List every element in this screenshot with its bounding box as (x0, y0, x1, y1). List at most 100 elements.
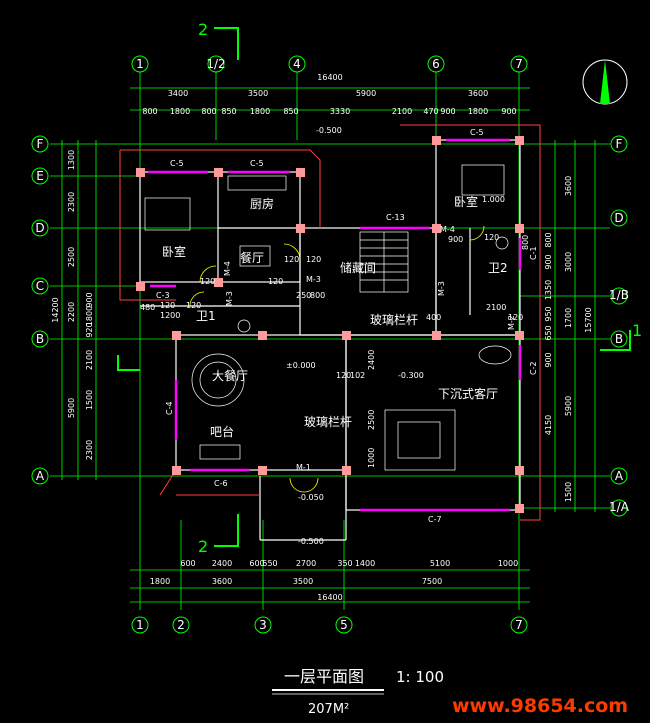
round-table-inner (199, 361, 237, 399)
axis-label-bottom-2: 2 (177, 618, 185, 632)
stair (359, 231, 409, 293)
axis-bubble-right (610, 209, 628, 227)
axis-label-bottom-3: 3 (259, 618, 267, 632)
dim-top-row2: 1800 (170, 107, 190, 116)
misc-dim: 120 (484, 233, 499, 242)
axis-bubble-left (31, 277, 49, 295)
misc-dim: 102 (350, 371, 365, 380)
axis-label-left-F: F (37, 137, 44, 151)
column (296, 168, 305, 177)
dim-bottom-row2: 3500 (293, 577, 313, 586)
dim-right-row1: 3000 (564, 252, 573, 272)
section-cut-bottom (214, 514, 239, 547)
window-tag: C-5 (170, 159, 184, 168)
window-tag: C-2 (529, 361, 538, 375)
window-tag: C-5 (250, 159, 264, 168)
dim-left-row2: 1500 (85, 390, 94, 410)
room-boundaries (119, 124, 541, 521)
column (214, 168, 223, 177)
dim-bottom-row1: 2400 (212, 559, 232, 568)
misc-dim: 400 (426, 313, 441, 322)
room-label-bath1: 卫1 (196, 309, 216, 323)
elevation: 1.000 (482, 195, 505, 204)
section-markers: 2 2 1 (117, 20, 642, 556)
axis-label-right-A: A (615, 469, 624, 483)
dim-top-row1: 3400 (168, 89, 188, 98)
floor-area: 207M² (308, 702, 349, 717)
axis-bubble-bottom (510, 616, 528, 634)
room-label-sunken-living: 下沉式客厅 (438, 386, 498, 401)
dim-bottom-row1: 350 (337, 559, 352, 568)
dim-bottom-row1: 1400 (355, 559, 375, 568)
dim-bottom-row1: 600 (249, 559, 264, 568)
misc-dim: 1000 (367, 448, 376, 468)
room-label-kitchen: 厨房 (250, 196, 274, 211)
north-arrow-pointer (600, 60, 610, 104)
dim-top-row2: 1800 (250, 107, 270, 116)
axis-label-top-1: 1 (136, 57, 144, 71)
misc-dim: 480 (140, 303, 155, 312)
door-tag: M-3 (306, 275, 321, 284)
axis-bubble-left (31, 219, 49, 237)
room-labels: 卧室 厨房 餐厅 储藏间 卧室 卫1 卫2 大餐厅 吧台 玻璃栏杆 玻璃栏杆 下… (162, 194, 508, 439)
dim-left-row1: 5900 (67, 398, 76, 418)
room-label-glass-rail-mid: 玻璃栏杆 (304, 414, 352, 429)
axis-label-left-B: B (36, 332, 44, 346)
dim-top-row2: 900 (501, 107, 516, 116)
column (342, 466, 351, 475)
misc-dim: 2400 (367, 350, 376, 370)
dim-bottom-row1: 2700 (296, 559, 316, 568)
bed-left (144, 197, 191, 231)
dim-right-row2: 4150 (544, 415, 553, 435)
axis-label-left-A: A (36, 469, 45, 483)
dim-bottom-row2: 7500 (422, 577, 442, 586)
watermark: www.98654.com (452, 695, 628, 717)
elevation: -0.500 (298, 537, 324, 546)
axis-label-right-1B: 1/B (609, 288, 629, 302)
misc-dim: 800 (521, 235, 530, 250)
axis-bubble-right (610, 467, 628, 485)
dim-left-row2: 900 (85, 292, 94, 307)
dim-top-row2: 800 (142, 107, 157, 116)
dim-left-row2: 1800 (85, 306, 94, 326)
grid-bubbles-top: 1 1/2 4 6 7 (131, 55, 528, 73)
column (432, 224, 441, 233)
axis-bubble-bottom (335, 616, 353, 634)
axis-bubble-right (610, 330, 628, 348)
room-label-bedroom-left: 卧室 (162, 244, 186, 259)
axis-label-right-1A: 1/A (609, 500, 630, 514)
dim-top-row2: 2100 (392, 107, 412, 116)
misc-dim: 2500 (367, 410, 376, 430)
axis-bubble-left (31, 467, 49, 485)
dim-right-row1: 3600 (564, 176, 573, 196)
room-label-dining: 餐厅 (240, 250, 264, 265)
misc-dim: 120 (284, 255, 299, 264)
room-label-bar: 吧台 (210, 424, 234, 439)
dim-right-row2: 900 (544, 352, 553, 367)
dim-right-row1: 1500 (564, 482, 573, 502)
dim-bottom-row1: 550 (262, 559, 277, 568)
column (258, 466, 267, 475)
dining-table (239, 245, 271, 267)
dim-right-row2: 1350 (544, 280, 553, 300)
dimensions-top: 16400 3400 3500 5900 3600 800 1800 800 8… (142, 73, 516, 116)
door-tag: M-2 (507, 315, 516, 330)
dim-left-row2: 2300 (85, 440, 94, 460)
door-tags: M-4 M-4 M-3 M-3 M-3 M-2 M-1 (223, 225, 516, 472)
door-swing (303, 477, 319, 493)
dim-left-total: 14200 (51, 297, 60, 322)
column (136, 282, 145, 291)
elevation: -0.050 (298, 493, 324, 502)
dim-right-row1: 5900 (564, 396, 573, 416)
door-tag: M-3 (437, 281, 446, 296)
axis-label-left-E: E (36, 169, 44, 183)
window-tag: C-7 (428, 515, 442, 524)
axis-bubble-bottom (172, 616, 190, 634)
window-tag: C-3 (156, 291, 170, 300)
column (432, 331, 441, 340)
dim-bottom-row2: 3600 (212, 577, 232, 586)
bar-counter (199, 444, 241, 460)
section-label-bottom: 2 (198, 537, 208, 556)
